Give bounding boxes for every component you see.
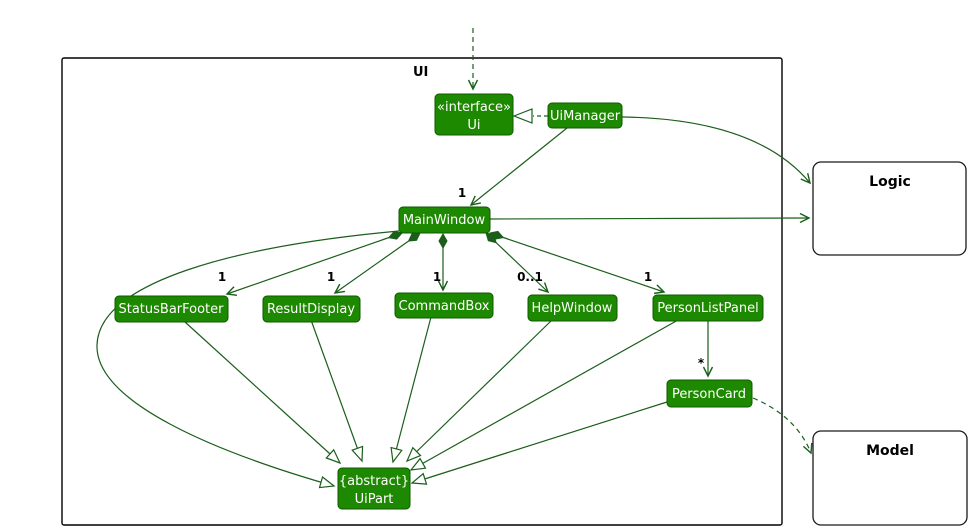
class-box-resultdisplay (262, 295, 361, 323)
class-statusbarfooter: StatusBarFooter (114, 295, 229, 323)
class-box-helpwindow (527, 294, 618, 322)
class-resultdisplay: ResultDisplay (262, 295, 361, 323)
class-helpwindow: HelpWindow (527, 294, 618, 322)
ui-package-frame (61, 57, 783, 526)
class-personlistpanel: PersonListPanel (652, 294, 764, 322)
class-box-personlistpanel (652, 294, 764, 322)
edge-mainwindow-logic (488, 212, 811, 224)
class-personlistpanel-label: PersonListPanel (657, 301, 758, 316)
edge-inherit-statusbarfooter-uipart (184, 321, 342, 465)
class-helpwindow-label: HelpWindow (532, 301, 613, 316)
class-mainwindow: MainWindow (398, 206, 491, 234)
edge-dependency-personcard-model (752, 397, 813, 455)
external-model: Model (812, 430, 968, 526)
class-commandbox-label: CommandBox (399, 299, 490, 314)
class-commandbox: CommandBox (394, 292, 494, 319)
class-box-uimanager (547, 102, 623, 129)
class-resultdisplay-label: ResultDisplay (267, 302, 355, 317)
edge-inherit-personcard-uipart (410, 401, 668, 485)
external-box-logic (812, 161, 967, 256)
edge-composition-mainwindow-resultdisplay (333, 232, 421, 294)
multiplicity-personlistpanel: 1 (644, 270, 652, 284)
class-uimanager-label: UiManager (550, 109, 621, 124)
edge-composition-mainwindow-personlistpanel (489, 230, 666, 295)
edge-inherit-mainwindow-uipart (96, 230, 400, 489)
class-mainwindow-label: MainWindow (403, 213, 486, 228)
ui-package-label: UI (413, 65, 428, 80)
external-logic-label: Logic (869, 174, 911, 190)
class-box-ui-interface (434, 93, 514, 136)
multiplicity-uimanager-mainwindow: 1 (458, 186, 466, 200)
class-uimanager: UiManager (547, 102, 623, 129)
edge-uimanager-logic (621, 116, 812, 185)
class-statusbarfooter-label: StatusBarFooter (118, 302, 224, 317)
class-box-mainwindow (398, 206, 491, 234)
external-model-label: Model (866, 443, 914, 459)
class-ui-interface: «interface» Ui (434, 93, 514, 136)
edge-inherit-commandbox-uipart (390, 316, 432, 464)
multiplicity-statusbarfooter: 1 (218, 270, 226, 284)
class-personcard-label: PersonCard (672, 387, 746, 402)
external-box-model (812, 430, 968, 526)
realization-triangle-ui (512, 108, 533, 124)
edge-inherit-resultdisplay-uipart (310, 319, 364, 463)
edge-uimanager-mainwindow (469, 127, 568, 206)
multiplicity-personcard: * (698, 356, 705, 370)
class-box-statusbarfooter (114, 295, 229, 323)
class-box-uipart (337, 467, 411, 510)
multiplicity-commandbox: 1 (433, 270, 441, 284)
class-personcard: PersonCard (666, 379, 753, 408)
edge-inherit-helpwindow-uipart (405, 319, 553, 463)
class-ui-label: Ui (467, 118, 480, 133)
multiplicity-helpwindow: 0..1 (517, 270, 543, 284)
edge-composition-mainwindow-statusbarfooter (225, 230, 403, 296)
class-uipart: {abstract} UiPart (337, 467, 411, 510)
edge-inherit-personlistpanel-uipart (409, 319, 679, 471)
multiplicity-resultdisplay: 1 (327, 270, 335, 284)
class-uipart-modifier: {abstract} (339, 474, 409, 489)
external-logic: Logic (812, 161, 967, 256)
class-uipart-label: UiPart (355, 492, 394, 507)
class-box-personcard (666, 379, 753, 408)
class-ui-stereotype: «interface» (437, 100, 511, 115)
class-box-commandbox (394, 292, 494, 319)
